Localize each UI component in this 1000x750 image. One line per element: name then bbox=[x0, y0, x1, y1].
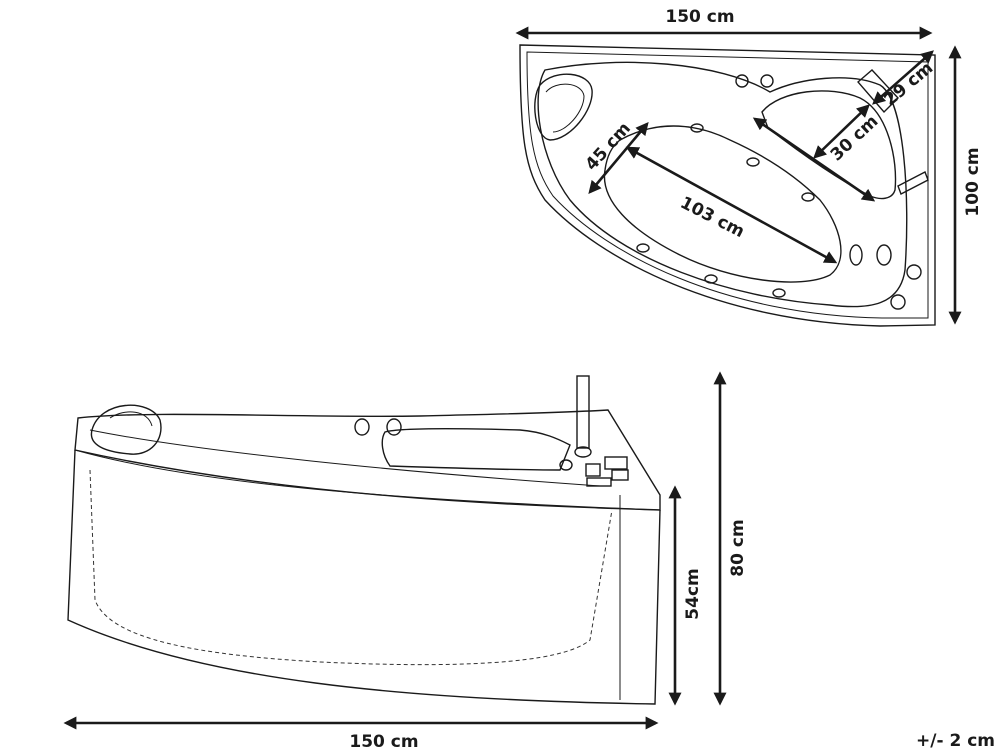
faucet-spout bbox=[576, 375, 590, 449]
tap-icon bbox=[906, 264, 922, 280]
top-width-label: 150 cm bbox=[665, 7, 734, 27]
side-headrest bbox=[90, 404, 162, 455]
control-knob-icon bbox=[760, 74, 774, 88]
massage-jet-icon bbox=[690, 123, 704, 133]
faucet-valve bbox=[585, 463, 601, 477]
side-knob-icon bbox=[386, 418, 402, 436]
tub-inner-rim bbox=[526, 51, 929, 319]
drain-icon bbox=[849, 244, 863, 266]
massage-jet-icon bbox=[704, 274, 718, 284]
inner-length-label: 103 cm bbox=[677, 193, 748, 242]
top-depth-label: 100 cm bbox=[963, 147, 983, 216]
tap-icon bbox=[890, 294, 906, 310]
side-knob-icon bbox=[354, 418, 370, 436]
side-view: 54cm 80 cm 150 cm bbox=[63, 371, 748, 750]
massage-jet-icon bbox=[772, 288, 786, 298]
massage-jet-icon bbox=[801, 192, 815, 202]
top-view: 150 cm 100 cm 29 cm 30 cm 45 cm 103 cm bbox=[515, 7, 983, 327]
faucet-knob-icon bbox=[559, 459, 573, 471]
side-apron bbox=[67, 449, 661, 705]
tolerance-label: +/- 2 cm bbox=[916, 731, 995, 750]
overflow-icon bbox=[876, 244, 892, 266]
tub-basin bbox=[537, 61, 908, 308]
total-height-label: 80 cm bbox=[728, 519, 748, 576]
side-seat bbox=[381, 427, 571, 471]
headrest-pillow bbox=[534, 73, 593, 141]
seat-label: 29 cm bbox=[880, 58, 937, 110]
hidden-basin bbox=[89, 469, 613, 666]
massage-jet-icon bbox=[636, 243, 650, 253]
apron-height-label: 54cm bbox=[683, 568, 703, 619]
foot-well bbox=[603, 125, 842, 283]
side-rim bbox=[74, 409, 661, 511]
side-width-label: 150 cm bbox=[349, 732, 418, 750]
tub-outer-rim bbox=[519, 44, 936, 327]
handle-icon bbox=[897, 171, 929, 195]
massage-jet-icon bbox=[746, 157, 760, 167]
control-knob-icon bbox=[735, 74, 749, 88]
